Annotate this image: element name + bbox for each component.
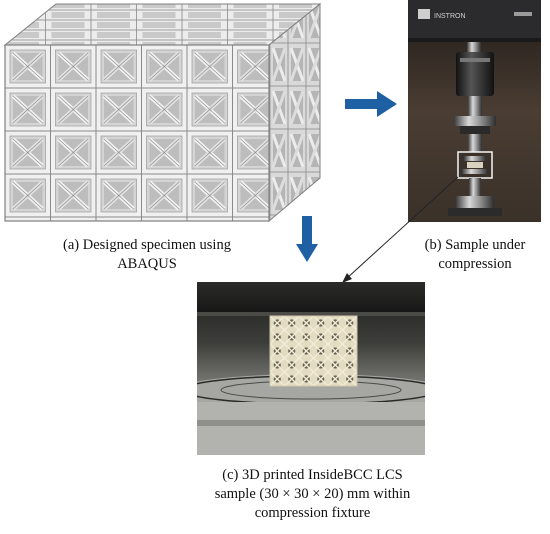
caption-a-line-1: (a) Designed specimen using [63,237,231,253]
sample-fixture-illustration [197,282,425,455]
panel-c-sample-closeup-photo [197,282,425,455]
caption-b: (b) Sample under compression [410,236,540,274]
caption-a: (a) Designed specimen using ABAQUS [38,236,256,274]
machine-brand-label: INSTRON [434,13,466,20]
caption-c: (c) 3D printed InsideBCC LCS sample (30 … [190,466,435,523]
panel-b-testing-machine-photo: INSTRON [408,0,541,222]
printed-sample [269,315,358,387]
caption-b-line-1: (b) Sample under [424,237,526,253]
arrow-right-icon [345,91,397,117]
instron-logo-icon [418,9,430,19]
caption-a-line-2: ABAQUS [117,256,177,272]
caption-b-line-2: compression [438,256,512,272]
lattice-cube-illustration [3,2,322,223]
caption-c-line-3: compression fixture [254,505,371,521]
caption-c-line-1: (c) 3D printed InsideBCC LCS [222,467,403,483]
arrow-down-icon [296,216,318,262]
instron-machine-illustration: INSTRON [408,0,541,222]
caption-c-line-2: sample (30 × 30 × 20) mm within [214,486,411,502]
panel-a-lattice-cube [0,0,330,232]
